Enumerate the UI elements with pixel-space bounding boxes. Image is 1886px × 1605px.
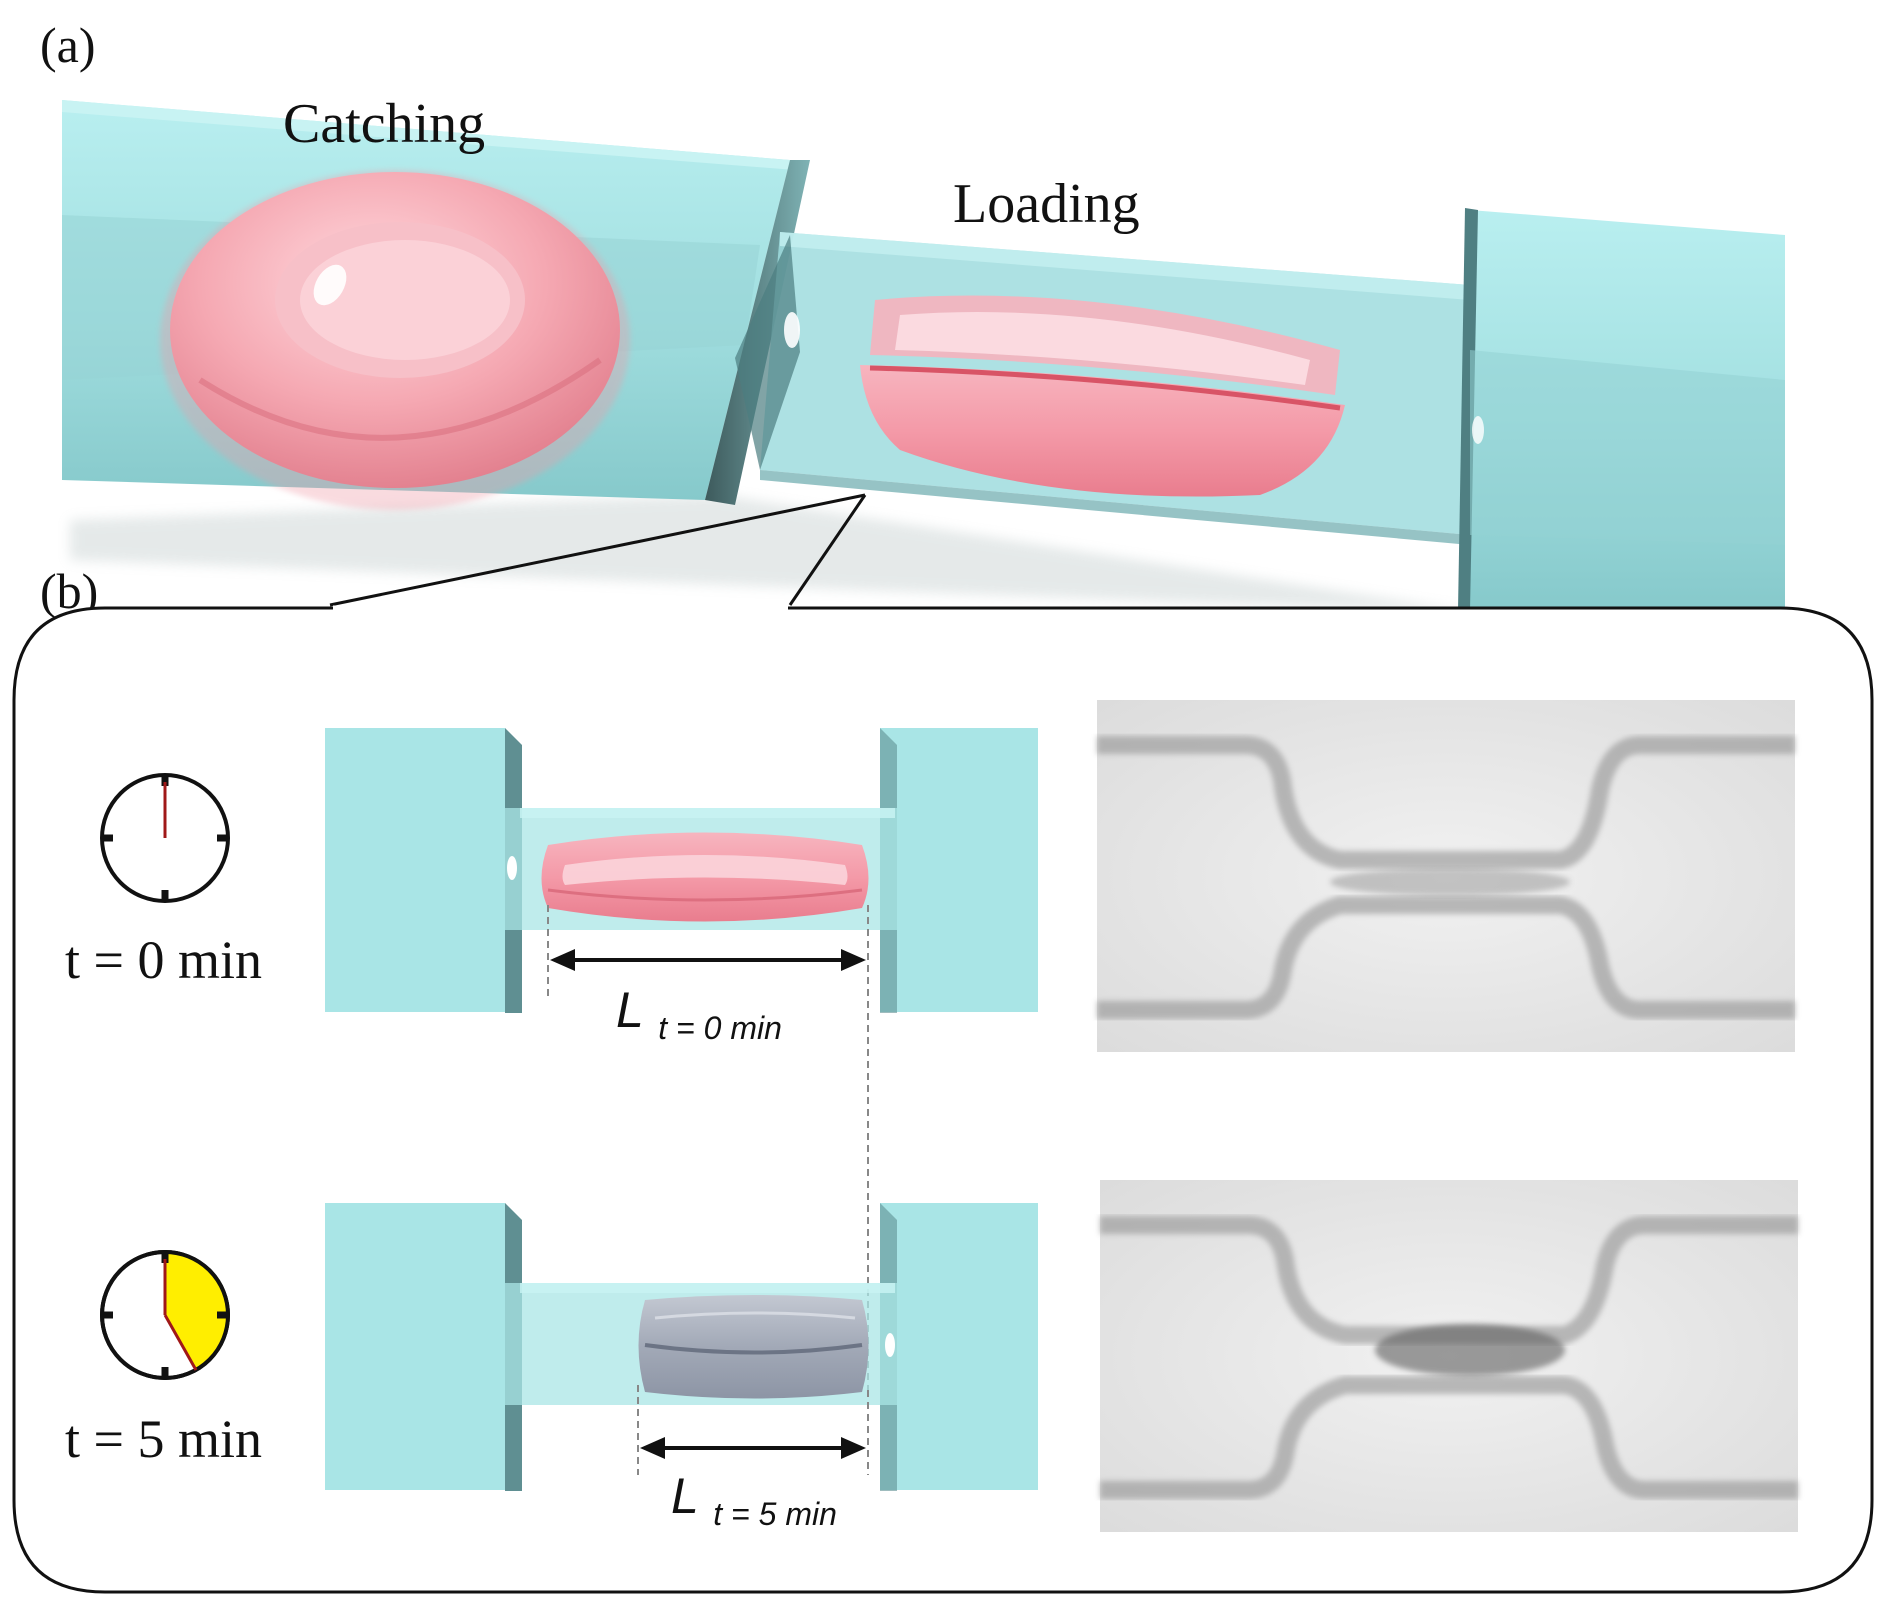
- length-symbol-t0: L: [616, 982, 644, 1038]
- length-subscript-t0: t = 0 min: [658, 1010, 782, 1046]
- length-indicator-t5: [637, 1385, 869, 1475]
- length-symbol-t5: L: [671, 1468, 699, 1524]
- callout-line-right: [788, 494, 867, 606]
- stopwatch-icon: [100, 773, 230, 903]
- channel-shadow: [70, 495, 1785, 625]
- callout-line-left: [329, 493, 866, 607]
- length-label-t0: L t = 0 min: [616, 982, 782, 1046]
- channel-schematic-t0: [325, 728, 1038, 1013]
- length-subscript-t5: t = 5 min: [713, 1496, 837, 1532]
- loading-red-blood-cell: [860, 295, 1345, 497]
- row-t0: t = 0 min: [65, 700, 1795, 1390]
- time-label-t0: t = 0 min: [65, 930, 262, 990]
- microscopy-image-t0: [1097, 700, 1795, 1052]
- catching-label: Catching: [283, 93, 485, 155]
- catching-red-blood-cell: [160, 170, 630, 510]
- channel-schematic-t5: [325, 1203, 1038, 1491]
- right-wide-channel: [1458, 208, 1785, 610]
- stopwatch-icon: [100, 1250, 230, 1380]
- microscopy-image-t5: [1100, 1180, 1798, 1532]
- length-label-t5: L t = 5 min: [671, 1468, 837, 1532]
- time-label-t5: t = 5 min: [65, 1409, 262, 1469]
- loading-label: Loading: [953, 173, 1140, 235]
- panel-a-label: (a): [40, 17, 96, 73]
- length-indicator-t0: [547, 905, 869, 1390]
- panel-a: (a): [40, 17, 1785, 625]
- row-t5: t = 5 min: [65, 1180, 1798, 1532]
- panel-b: (b) t = 0 min: [12, 563, 1874, 1594]
